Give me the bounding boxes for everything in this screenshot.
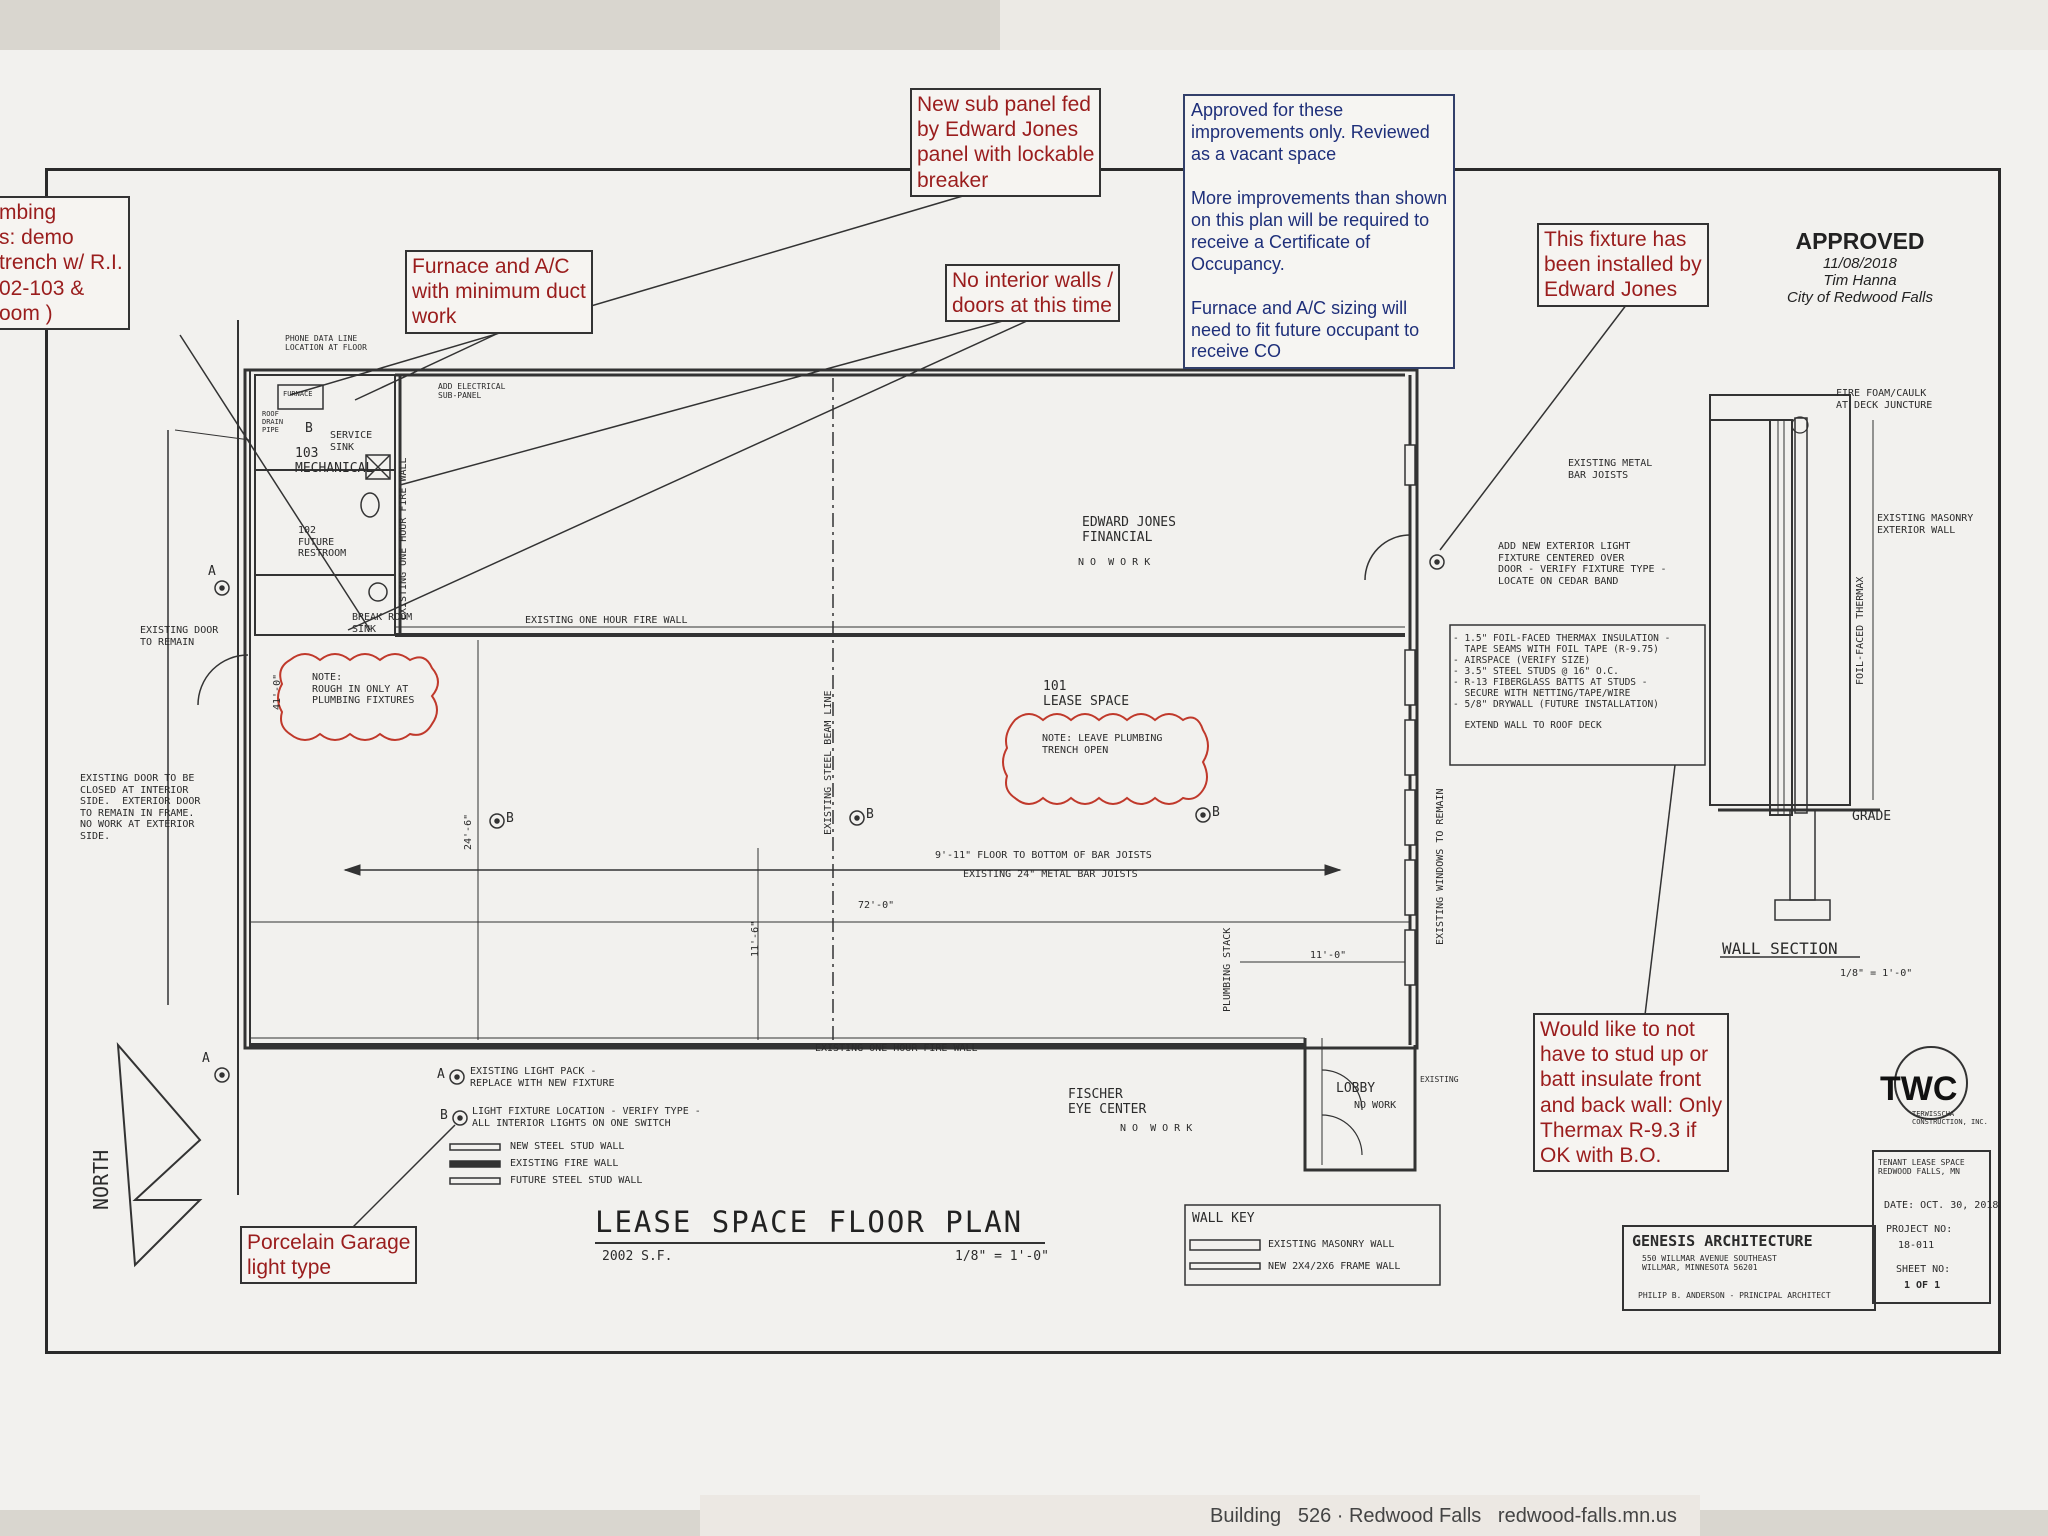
lobby-no-work: NO WORK	[1354, 1100, 1397, 1111]
floor-joist-label: 9'-11" FLOOR TO BOTTOM OF BAR JOISTS	[935, 850, 1152, 861]
masonry-label: EXISTING MASONRY EXTERIOR WALL	[1877, 513, 1974, 536]
note-plumbing: mbing s: demo trench w/ R.I. 02-103 & oo…	[0, 196, 130, 330]
sheet-no: 1 OF 1	[1904, 1280, 1941, 1291]
add-light-label: ADD NEW EXTERIOR LIGHT FIXTURE CENTERED …	[1498, 541, 1667, 587]
existing-door-remain-label: EXISTING DOOR TO REMAIN	[140, 625, 219, 648]
project-no: 18-011	[1898, 1240, 1935, 1251]
plan-title: LEASE SPACE FLOOR PLAN	[595, 1205, 1024, 1239]
plumbing-stack-label: PLUMBING STACK	[1222, 927, 1233, 1012]
roof-drain-label: ROOF DRAIN PIPE	[262, 410, 284, 435]
mark-a-upper: A	[208, 564, 216, 579]
edward-jones-label: EDWARD JONES FINANCIAL	[1082, 515, 1176, 545]
north-label: NORTH	[89, 1149, 113, 1210]
wall-section-scale: 1/8" = 1'-0"	[1840, 968, 1913, 979]
wall-key-masonry: EXISTING MASONRY WALL	[1268, 1239, 1395, 1250]
note-stud: Would like to not have to stud up or bat…	[1533, 1013, 1730, 1173]
add-subpanel-label: ADD ELECTRICAL SUB-PANEL	[438, 382, 506, 401]
plan-area: 2002 S.F.	[602, 1249, 673, 1264]
service-sink-label: SERVICE SINK	[330, 430, 373, 453]
wall-key-title: WALL KEY	[1192, 1211, 1255, 1226]
edward-no-work: N O W O R K	[1078, 557, 1151, 568]
fire-foam-label: FIRE FOAM/CAULK AT DECK JUNCTURE	[1836, 388, 1933, 411]
legend-a: EXISTING LIGHT PACK - REPLACE WITH NEW F…	[470, 1066, 615, 1089]
note-fixture: This fixture has been installed by Edwar…	[1537, 223, 1709, 307]
twc-subtitle: TERWISSCHA CONSTRUCTION, INC.	[1912, 1110, 1988, 1127]
foil-thermax-label: FOIL-FACED THERMAX	[1855, 576, 1866, 685]
firm-address: 550 WILLMAR AVENUE SOUTHEAST WILLMAR, MI…	[1642, 1254, 1777, 1273]
grade-label: GRADE	[1852, 809, 1892, 824]
approval-name: Tim Hanna	[1823, 272, 1897, 289]
legend-new-stud: NEW STEEL STUD WALL	[510, 1141, 625, 1152]
building-outline	[243, 368, 1419, 1050]
note-no-walls: No interior walls / doors at this time	[945, 264, 1121, 323]
fischer-no-work: N O W O R K	[1120, 1123, 1193, 1134]
fischer-label: FISCHER EYE CENTER	[1068, 1087, 1147, 1117]
legend-fire-wall: EXISTING FIRE WALL	[510, 1158, 619, 1169]
steel-beam-label: EXISTING STEEL BEAM LINE	[823, 690, 834, 836]
break-room-label: BREAK ROOM SINK	[352, 612, 413, 635]
mark-b-3: B	[1212, 805, 1220, 820]
project-date: DATE: OCT. 30, 2018	[1884, 1200, 1999, 1211]
mark-b-1: B	[506, 811, 514, 826]
wall-spec: - 1.5" FOIL-FACED THERMAX INSULATION - T…	[1453, 633, 1671, 732]
furnace-label: FURNACE	[283, 390, 313, 398]
dim-11-0: 11'-0"	[1310, 950, 1347, 961]
existing-label: EXISTING	[1420, 1075, 1459, 1084]
sheet-no-label: SHEET NO:	[1896, 1264, 1951, 1275]
plan-scale: 1/8" = 1'-0"	[955, 1249, 1049, 1264]
approval-date: 11/08/2018	[1823, 255, 1897, 272]
room-103: 103 MECHANICAL	[295, 446, 374, 476]
note-trench: NOTE: LEAVE PLUMBING TRENCH OPEN	[1042, 733, 1163, 756]
firm-name: GENESIS ARCHITECTURE	[1632, 1232, 1813, 1250]
fire-wall-horizontal-label: EXISTING ONE HOUR FIRE WALL	[525, 615, 688, 626]
twc-wordmark: TWC	[1880, 1070, 1958, 1108]
project-title: TENANT LEASE SPACE REDWOOD FALLS, MN	[1878, 1158, 1965, 1177]
fire-wall-bottom-label: EXISTING ONE HOUR FIRE WALL	[815, 1043, 978, 1054]
mark-a-lower: A	[202, 1051, 210, 1066]
legend-future-stud: FUTURE STEEL STUD WALL	[510, 1175, 643, 1186]
dim-72: 72'-0"	[858, 900, 895, 911]
phone-line-label: PHONE DATA LINE LOCATION AT FLOOR	[285, 334, 367, 353]
sheet-info-block: TENANT LEASE SPACE REDWOOD FALLS, MN DAT…	[1872, 1150, 1998, 1304]
room-101: 101 LEASE SPACE	[1043, 679, 1130, 709]
bottom-paper	[700, 1495, 1700, 1536]
mark-b-legend: B	[440, 1108, 448, 1123]
approval-stamp: APPROVED 11/08/2018 Tim Hanna City of Re…	[1750, 228, 1970, 306]
lobby-label: LOBBY	[1336, 1081, 1376, 1096]
project-no-label: PROJECT NO:	[1886, 1224, 1953, 1235]
room-102: 102 FUTURE RESTROOM	[298, 525, 347, 559]
wall-key-frame: NEW 2X4/2X6 FRAME WALL	[1268, 1261, 1401, 1272]
fire-wall-vertical-label: EXISTING ONE HOUR FIRE WALL	[398, 457, 409, 620]
note-furnace: Furnace and A/C with minimum duct work	[405, 250, 593, 334]
existing-door-closed-label: EXISTING DOOR TO BE CLOSED AT INTERIOR S…	[80, 773, 201, 842]
existing-joists-label: EXISTING 24" METAL BAR JOISTS	[963, 869, 1138, 880]
wall-section-title: WALL SECTION	[1722, 939, 1838, 958]
note-subpanel: New sub panel fed by Edward Jones panel …	[910, 88, 1102, 197]
note-reviewer: Approved for these improvements only. Re…	[1183, 94, 1456, 370]
mark-b-2: B	[866, 807, 874, 822]
windows-label: EXISTING WINDOWS TO REMAIN	[1435, 788, 1446, 945]
legend-b: LIGHT FIXTURE LOCATION - VERIFY TYPE - A…	[472, 1106, 701, 1129]
genesis-block: GENESIS ARCHITECTURE 550 WILLMAR AVENUE …	[1622, 1225, 1876, 1311]
dim-24-6: 24'-6"	[463, 813, 474, 850]
bottom-paper-text: Building 526 · Redwood Falls redwood-fal…	[1210, 1505, 1677, 1527]
mark-b-mech: B	[305, 421, 313, 436]
metal-joists-label: EXISTING METAL BAR JOISTS	[1568, 458, 1653, 481]
note-rough-in: NOTE: ROUGH IN ONLY AT PLUMBING FIXTURES	[312, 672, 415, 706]
dim-41-0: 41'-0"	[272, 673, 283, 710]
mark-a-legend: A	[437, 1067, 445, 1082]
twc-logo: TWC TERWISSCHA CONSTRUCTION, INC.	[1872, 1040, 1990, 1140]
approval-org: City of Redwood Falls	[1787, 289, 1933, 306]
dim-11-6: 11'-6"	[750, 920, 761, 957]
note-porcelain: Porcelain Garage light type	[240, 1226, 418, 1285]
approval-heading: APPROVED	[1795, 228, 1925, 254]
firm-principal: PHILIP B. ANDERSON - PRINCIPAL ARCHITECT	[1638, 1291, 1831, 1300]
